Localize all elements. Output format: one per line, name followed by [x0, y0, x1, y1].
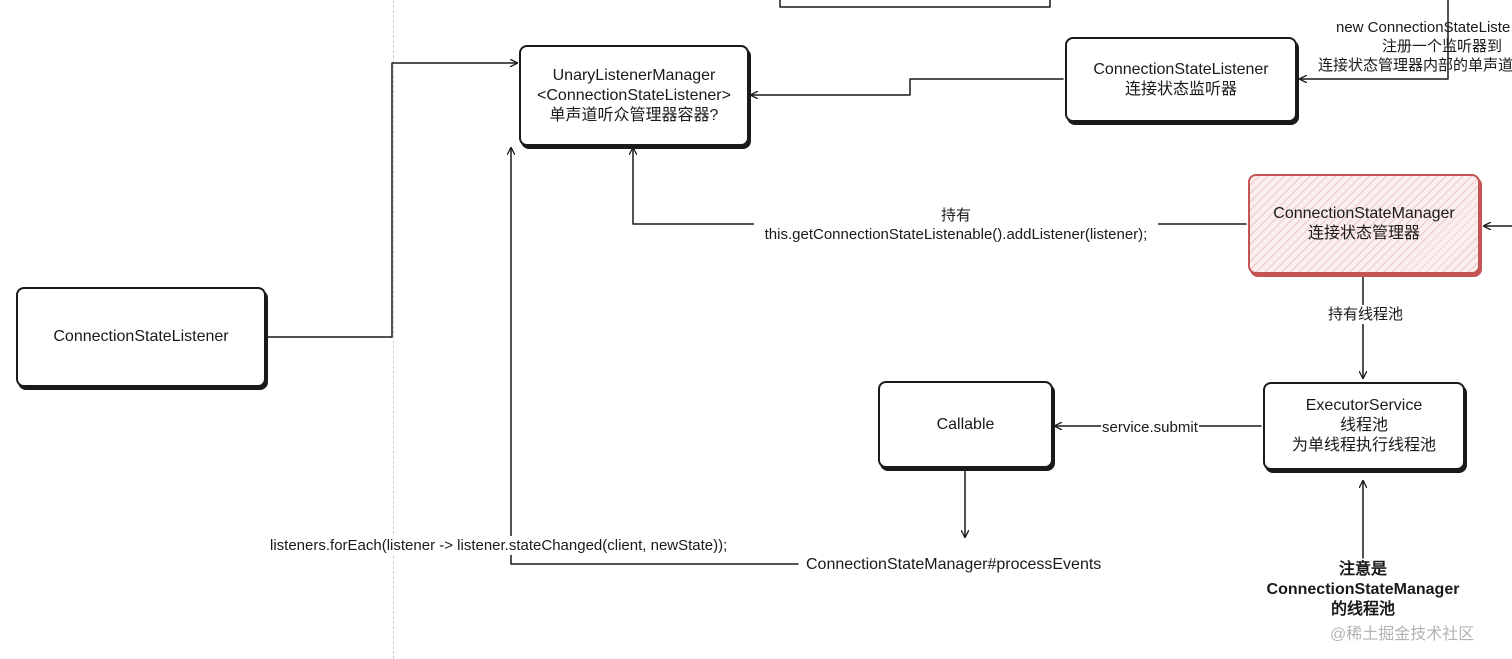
node-line: ConnectionStateListener: [53, 328, 229, 345]
node-line: 单声道听众管理器容器?: [549, 106, 719, 124]
node-line: 连接状态监听器: [1124, 80, 1237, 98]
holds-label: 持有 this.getConnectionStateListenable().a…: [754, 206, 1158, 244]
node-line: UnaryListenerManager: [552, 66, 716, 84]
connection-state-listener-left-node[interactable]: ConnectionStateListener: [16, 287, 266, 387]
executor-service-node[interactable]: ExecutorService 线程池 为单线程执行线程池: [1263, 382, 1465, 470]
label-line: ConnectionStateManager: [1266, 581, 1460, 598]
holds-thread-pool-label: 持有线程池: [1326, 305, 1406, 324]
node-line: ConnectionStateManager: [1273, 205, 1455, 222]
node-line: 线程池: [1339, 417, 1388, 434]
node-line: 为单线程执行线程池: [1291, 437, 1436, 454]
label-line: 注册一个监听器到: [1382, 38, 1503, 55]
service-submit-label: service.submit: [1101, 418, 1199, 437]
label-line: 连接状态管理器内部的单声道: [1318, 57, 1512, 74]
callable-node[interactable]: Callable: [878, 381, 1053, 468]
node-line: ConnectionStateListener: [1093, 60, 1269, 78]
edge-top-node-partial: [779, 0, 1051, 8]
label-line: 注意是: [1338, 561, 1387, 578]
node-line: <ConnectionStateListener>: [537, 86, 731, 104]
edge-csl-top-to-manager: [751, 78, 1064, 95]
canvas-guide-line: [393, 0, 394, 659]
watermark: @稀土掘金技术社区: [1330, 626, 1475, 643]
node-line: ExecutorService: [1305, 397, 1423, 414]
label-line: this.getConnectionStateListenable().addL…: [764, 226, 1148, 243]
connection-state-manager-node[interactable]: ConnectionStateManager 连接状态管理器: [1248, 174, 1480, 274]
foreach-label: listeners.forEach(listener -> listener.s…: [269, 536, 729, 555]
label-line: 的线程池: [1330, 601, 1395, 618]
unary-listener-manager-node[interactable]: UnaryListenerManager <ConnectionStateLis…: [519, 45, 749, 146]
register-label: new ConnectionStateListe 注册一个监听器到 连接状态管理…: [1312, 18, 1512, 75]
edge-process-to-manager: [511, 148, 799, 565]
process-events-label: ConnectionStateManager#processEvents: [804, 555, 1104, 574]
edge-register-line: [1300, 0, 1449, 79]
label-line: new ConnectionStateListe: [1336, 19, 1511, 36]
edge-csl-left-to-manager: [267, 63, 517, 338]
node-line: Callable: [936, 415, 995, 433]
note-label: 注意是 ConnectionStateManager 的线程池: [1256, 560, 1470, 620]
connection-state-listener-top-node[interactable]: ConnectionStateListener 连接状态监听器: [1065, 37, 1297, 122]
node-line: 连接状态管理器: [1307, 225, 1420, 242]
label-line: 持有: [940, 207, 971, 224]
